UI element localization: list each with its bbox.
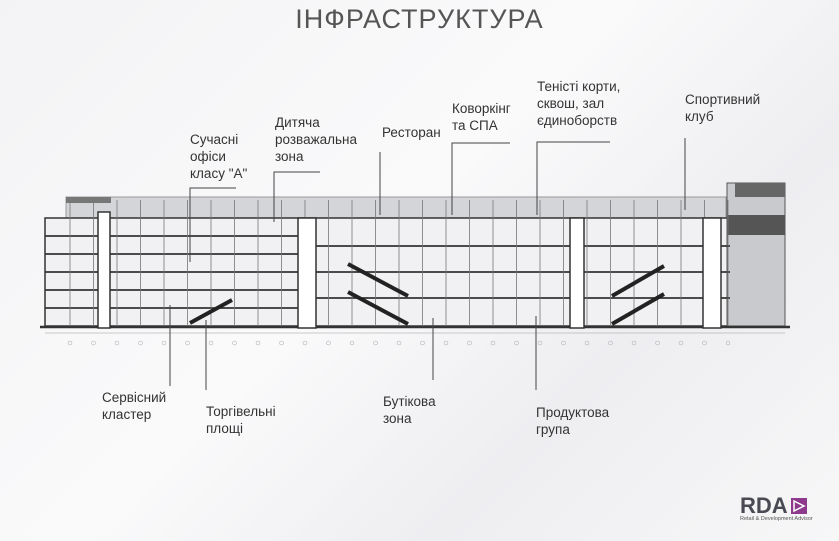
axis-marker	[326, 340, 331, 346]
axis-marker	[114, 340, 120, 346]
axis-marker	[655, 340, 660, 346]
axis-marker	[67, 340, 73, 346]
rda-logo: RDA Retail & Development Advisor	[740, 493, 813, 522]
axis-marker	[91, 340, 96, 346]
axis-marker	[514, 340, 519, 346]
axis-marker	[584, 340, 590, 346]
label-tennis: Теністі корти, сквош, зал єдиноборств	[537, 79, 621, 128]
axis-marker	[702, 340, 707, 346]
axis-marker	[138, 340, 143, 346]
label-offices: Сучасні офіси класу "А"	[190, 132, 248, 181]
label-service-cluster: Сервісний кластер	[102, 390, 167, 422]
axis-marker	[443, 340, 449, 346]
axis-marker	[608, 340, 613, 346]
axis-marker	[232, 340, 237, 346]
logo-tagline: Retail & Development Advisor	[740, 516, 813, 522]
axis-marker	[631, 340, 637, 346]
axis-marker	[208, 340, 214, 346]
play-arrow-icon	[790, 498, 807, 514]
axis-marker	[420, 340, 425, 346]
axis-marker	[490, 340, 496, 346]
axis-marker	[279, 340, 284, 346]
axis-marker	[467, 340, 472, 346]
axis-marker	[678, 340, 684, 346]
axis-marker	[302, 340, 308, 346]
label-retail: Торгівельні площі	[206, 404, 276, 436]
axis-marker	[185, 340, 190, 346]
label-kids-zone: Дитяча розважальна зона	[275, 115, 357, 164]
logo-text: RDA	[740, 493, 788, 518]
axis-marker	[161, 340, 167, 346]
label-coworking: Коворкінг та СПА	[452, 101, 511, 133]
axis-marker	[255, 340, 261, 346]
axis-marker	[373, 340, 378, 346]
axis-marker	[396, 340, 402, 346]
label-sport-club: Спортивний клуб	[685, 92, 761, 124]
label-grocery: Продуктова група	[536, 405, 610, 437]
axis-marker	[725, 340, 731, 346]
axis-marker	[349, 340, 355, 346]
page-title: ІНФРАСТРУКТУРА	[295, 4, 544, 34]
axis-marker	[537, 340, 543, 346]
label-boutique: Бутікова зона	[383, 394, 436, 426]
axis-marker	[561, 340, 566, 346]
label-restaurant: Ресторан	[382, 125, 441, 140]
